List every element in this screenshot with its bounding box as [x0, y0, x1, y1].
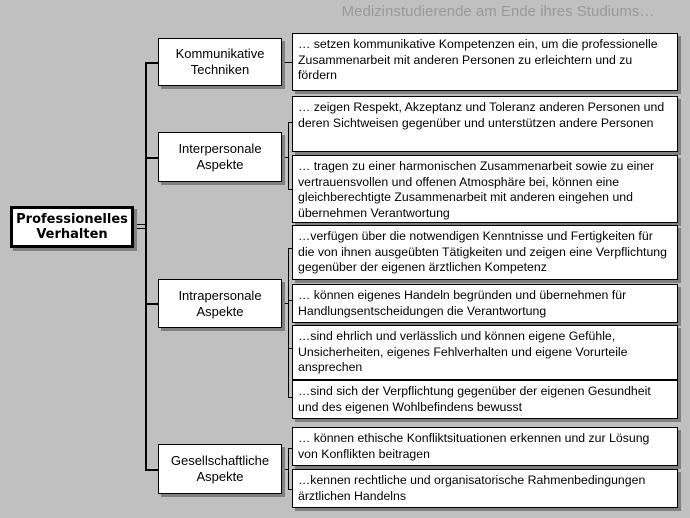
detail-box-gesellschaftliche-2[interactable]: …kennen rechtliche und organisatorische … — [292, 469, 678, 508]
connector-kommunikative-to-detail — [280, 62, 293, 63]
connector-gesellschaftliche-to-detail-1 — [288, 448, 293, 449]
connector-interpersonale-to-detail-2 — [288, 189, 293, 190]
detail-text-interpersonale-1: … zeigen Respekt, Akzeptanz und Toleranz… — [298, 100, 665, 130]
detail-text-interpersonale-2: … tragen zu einer harmonischen Zusammena… — [298, 159, 655, 220]
detail-text-intrapersonale-2: … können eigenes Handeln begründen und ü… — [298, 288, 627, 318]
connector-intrapersonale-stub — [280, 303, 289, 304]
category-box-gesellschaftliche-aspekte[interactable]: Gesellschaftliche Aspekte — [158, 444, 282, 494]
page-title: Medizinstudierende am Ende ihres Studium… — [341, 3, 655, 20]
connector-interpersonale-to-detail-1 — [288, 122, 293, 123]
category-box-interpersonale-aspekte[interactable]: Interpersonale Aspekte — [158, 132, 282, 182]
connector-trunk-to-intrapersonale — [145, 303, 160, 305]
detail-text-intrapersonale-3: …sind ehrlich und verlässlich und können… — [298, 329, 628, 374]
detail-text-intrapersonale-4: …sind sich der Verpflichtung gegenüber d… — [298, 384, 651, 414]
connector-trunk-to-kommunikative — [145, 62, 160, 64]
connector-intrapersonale-to-detail-4 — [288, 397, 293, 398]
detail-box-interpersonale-1[interactable]: … zeigen Respekt, Akzeptanz und Toleranz… — [292, 96, 678, 152]
connector-intrapersonale-branch — [288, 248, 289, 397]
connector-intrapersonale-to-detail-2 — [288, 300, 293, 301]
category-box-intrapersonale-aspekte[interactable]: Intrapersonale Aspekte — [158, 279, 282, 328]
detail-box-intrapersonale-4[interactable]: …sind sich der Verpflichtung gegenüber d… — [292, 380, 678, 419]
detail-box-intrapersonale-2[interactable]: … können eigenes Handeln begründen und ü… — [292, 284, 678, 323]
category-label-kommunikative-techniken: Kommunikative Techniken — [175, 46, 265, 77]
detail-box-gesellschaftliche-1[interactable]: … können ethische Konfliktsituationen er… — [292, 427, 678, 466]
connector-intrapersonale-to-detail-1 — [288, 248, 293, 249]
detail-box-intrapersonale-1[interactable]: …verfügen über die notwendigen Kenntniss… — [292, 225, 678, 280]
category-label-interpersonale-aspekte: Interpersonale Aspekte — [178, 141, 262, 172]
connector-gesellschaftliche-to-detail-2 — [288, 489, 293, 490]
category-label-intrapersonale-aspekte: Intrapersonale Aspekte — [178, 287, 262, 319]
connector-gesellschaftliche-branch — [288, 448, 289, 489]
connector-trunk-to-gesellschaftliche — [145, 469, 160, 471]
category-box-kommunikative-techniken[interactable]: Kommunikative Techniken — [158, 38, 282, 86]
detail-box-interpersonale-2[interactable]: … tragen zu einer harmonischen Zusammena… — [292, 155, 678, 223]
detail-text-gesellschaftliche-1: … können ethische Konfliktsituationen er… — [298, 431, 650, 461]
connector-gesellschaftliche-stub — [280, 469, 289, 470]
root-node-professionelles-verhalten[interactable]: Professionelles Verhalten — [10, 206, 134, 248]
detail-box-kommunikative-1[interactable]: … setzen kommunikative Kompetenzen ein, … — [292, 33, 678, 91]
detail-box-intrapersonale-3[interactable]: …sind ehrlich und verlässlich und können… — [292, 325, 678, 380]
connector-interpersonale-stub — [280, 157, 289, 158]
connector-interpersonale-branch — [288, 122, 289, 189]
root-node-label: Professionelles Verhalten — [16, 212, 128, 242]
category-label-gesellschaftliche-aspekte: Gesellschaftliche Aspekte — [170, 453, 270, 484]
connector-main-trunk — [145, 62, 147, 470]
connector-root-stub-top — [137, 224, 146, 225]
detail-text-gesellschaftliche-2: …kennen rechtliche und organisatorische … — [298, 473, 646, 503]
connector-root-stub-bottom — [137, 228, 146, 229]
connector-trunk-to-interpersonale — [145, 157, 160, 159]
connector-intrapersonale-to-detail-3 — [288, 348, 293, 349]
detail-text-intrapersonale-1: …verfügen über die notwendigen Kenntniss… — [298, 229, 667, 274]
detail-text-kommunikative-1: … setzen kommunikative Kompetenzen ein, … — [298, 37, 658, 82]
